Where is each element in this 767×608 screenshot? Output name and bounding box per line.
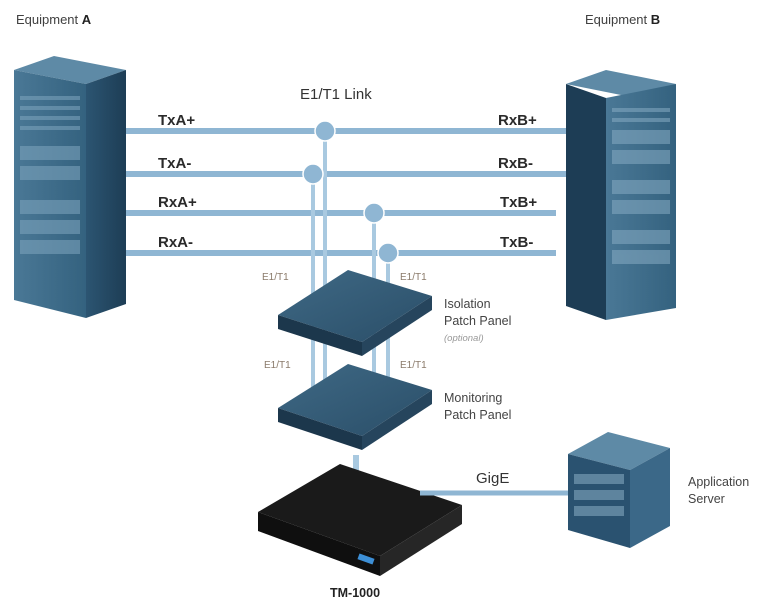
equipment-b-title: Equipment B xyxy=(585,12,660,27)
equipment-a-rack xyxy=(14,56,126,318)
signal-txb-minus: TxB- xyxy=(500,234,534,251)
signal-txa-minus: TxA- xyxy=(158,155,192,172)
appliance-label: TM-1000 xyxy=(330,586,381,600)
equipment-b-letter: B xyxy=(650,12,661,27)
gige-label: GigE xyxy=(476,470,510,487)
signal-lines xyxy=(126,128,566,256)
signal-rxb-plus: RxB+ xyxy=(498,112,537,129)
server-label: Application Server xyxy=(688,474,749,508)
link-title: E1/T1 Link xyxy=(300,86,372,103)
isolation-panel-line1: Isolation xyxy=(444,297,491,311)
tap-label-lower-right: E1/T1 xyxy=(400,360,427,371)
isolation-panel-line2: Patch Panel xyxy=(444,314,512,328)
signal-rxb-minus: RxB- xyxy=(498,155,534,172)
tap-nodes xyxy=(302,120,399,264)
isolation-panel-note: (optional) xyxy=(444,333,484,344)
tap-label-upper-right: E1/T1 xyxy=(400,272,427,283)
tap-label-lower-left: E1/T1 xyxy=(264,360,291,371)
monitoring-panel-line1: Monitoring xyxy=(444,391,503,405)
equipment-b-prefix: Equipment xyxy=(585,12,648,27)
equipment-b-rack xyxy=(566,70,676,320)
signal-rxa-plus: RxA+ xyxy=(158,194,197,211)
tap-label-upper-left: E1/T1 xyxy=(262,272,289,283)
signal-rxa-minus: RxA- xyxy=(158,234,194,251)
server-label-line2: Server xyxy=(688,492,725,506)
monitoring-panel-label: Monitoring Patch Panel xyxy=(444,390,511,424)
tm-1000-appliance xyxy=(258,464,462,576)
isolation-panel-label: Isolation Patch Panel (optional) xyxy=(444,296,511,347)
equipment-a-prefix: Equipment xyxy=(16,12,79,27)
equipment-a-letter: A xyxy=(81,12,92,27)
equipment-a-title: Equipment A xyxy=(16,12,91,27)
signal-txb-plus: TxB+ xyxy=(500,194,538,211)
application-server xyxy=(568,432,670,548)
monitoring-panel-line2: Patch Panel xyxy=(444,408,512,422)
server-label-line1: Application xyxy=(688,475,750,489)
monitoring-patch-panel xyxy=(278,364,432,450)
isolation-patch-panel xyxy=(278,270,432,356)
signal-txa-plus: TxA+ xyxy=(158,112,196,129)
